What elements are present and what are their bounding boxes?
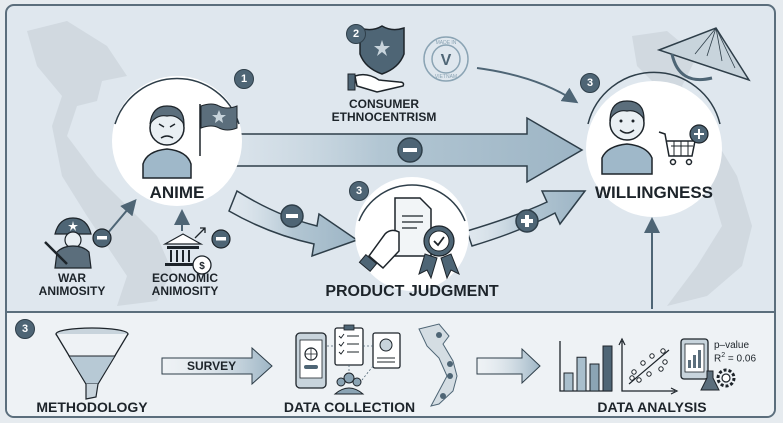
label-animosity: ANIMOSITY (38, 283, 106, 298)
angry-person-icon (142, 105, 192, 179)
arrow-to-analysis (476, 347, 541, 385)
p-value-label: p–value (714, 340, 750, 351)
flag-icon (199, 103, 238, 156)
arrow-anime-to-product-judgment (228, 189, 359, 258)
made-in-vietnam-stamp-icon: V MADE IN VIETNAM (423, 36, 469, 82)
map-silhouette-left (27, 21, 172, 306)
diagram-canvas: V MADE IN VIETNAM $ (27, 21, 752, 407)
label-willingness: WILLINGNESS (594, 183, 714, 202)
minus-sign-icon (92, 228, 112, 248)
mini-bar (602, 345, 613, 392)
award-ribbon-icon (418, 225, 460, 280)
label-data-collection: DATA COLLECTION (283, 399, 416, 415)
arrow-anime-to-willingness (176, 116, 584, 184)
shopping-cart-icon (658, 124, 709, 166)
panel-divider (7, 311, 774, 313)
label-war-animosity: WAR ANIMOSITY (32, 272, 112, 297)
badge-anime: 1 (234, 69, 254, 89)
r-superscript: 2 (721, 352, 726, 359)
node-product-judgment[interactable] (355, 177, 469, 291)
funnel-icon (55, 327, 129, 400)
hand-icon (358, 229, 400, 273)
tablet-chart-icon (680, 338, 709, 380)
diagram-frame: V MADE IN VIETNAM $ (5, 4, 776, 418)
stats-readout: p–value R2 = 0.06 (714, 340, 756, 365)
arrow-product-judgment-to-willingness (466, 190, 587, 247)
label-consumer: CONSUMER (348, 97, 419, 111)
label-consumer-ethnocentrism: CONSUMER ETHNOCENTRISM (324, 98, 444, 123)
arrow-survey (161, 346, 273, 386)
label-product-judgment: PRODUCT JUDGMENT (325, 283, 499, 300)
r-squared-label: R2 = 0.06 (714, 352, 756, 365)
shield-star-icon (359, 25, 405, 75)
flask-icon (700, 370, 720, 391)
bank-building-icon: $ (162, 227, 212, 275)
node-anime[interactable] (112, 76, 242, 206)
clipboard-checklist-icon (334, 324, 364, 366)
mini-bar (576, 356, 587, 392)
r-squared-value: = 0.06 (725, 353, 756, 365)
svg-text:V: V (441, 52, 452, 69)
svg-text:$: $ (199, 261, 205, 272)
arrow-ethnocentrism-to-willingness (476, 67, 579, 104)
r-symbol: R (714, 353, 722, 365)
soldier-icon (44, 217, 92, 269)
badge-methodology: 3 (15, 319, 35, 339)
label-animosity: ANIMOSITY (151, 283, 219, 298)
label-economic: ECONOMIC (152, 271, 218, 285)
people-group-icon (333, 372, 365, 395)
open-hand-icon (347, 73, 405, 93)
label-survey: SURVEY (187, 359, 237, 373)
label-ethnocentrism: ETHNOCENTRISM (331, 109, 437, 124)
label-data-analysis: DATA ANALYSIS (597, 399, 707, 415)
svg-text:MADE IN: MADE IN (436, 40, 457, 46)
happy-person-icon (601, 100, 653, 175)
profile-card-icon (372, 332, 401, 369)
badge-product-judgment: 3 (349, 181, 369, 201)
map-silhouette-right (632, 31, 752, 306)
vietnam-map-icon (418, 323, 458, 407)
gear-icon (716, 368, 736, 388)
label-anime: ANIME (149, 183, 205, 202)
mini-bar (563, 372, 574, 392)
smartphone-icon (295, 332, 327, 389)
scatter-plot-icon (618, 337, 679, 395)
label-economic-animosity: ECONOMIC ANIMOSITY (145, 272, 225, 297)
conical-hat-icon (656, 27, 751, 82)
mini-bar (589, 363, 600, 392)
svg-text:VIETNAM: VIETNAM (435, 74, 457, 80)
label-war: WAR (58, 271, 86, 285)
minus-sign-icon (211, 229, 231, 249)
node-willingness[interactable] (586, 71, 722, 217)
arrow-war-to-anime (106, 198, 137, 235)
badge-willingness: 3 (580, 73, 600, 93)
label-methodology: METHODOLOGY (36, 399, 148, 415)
badge-consumer-ethnocentrism: 2 (346, 24, 366, 44)
bar-chart-icon (559, 341, 613, 392)
